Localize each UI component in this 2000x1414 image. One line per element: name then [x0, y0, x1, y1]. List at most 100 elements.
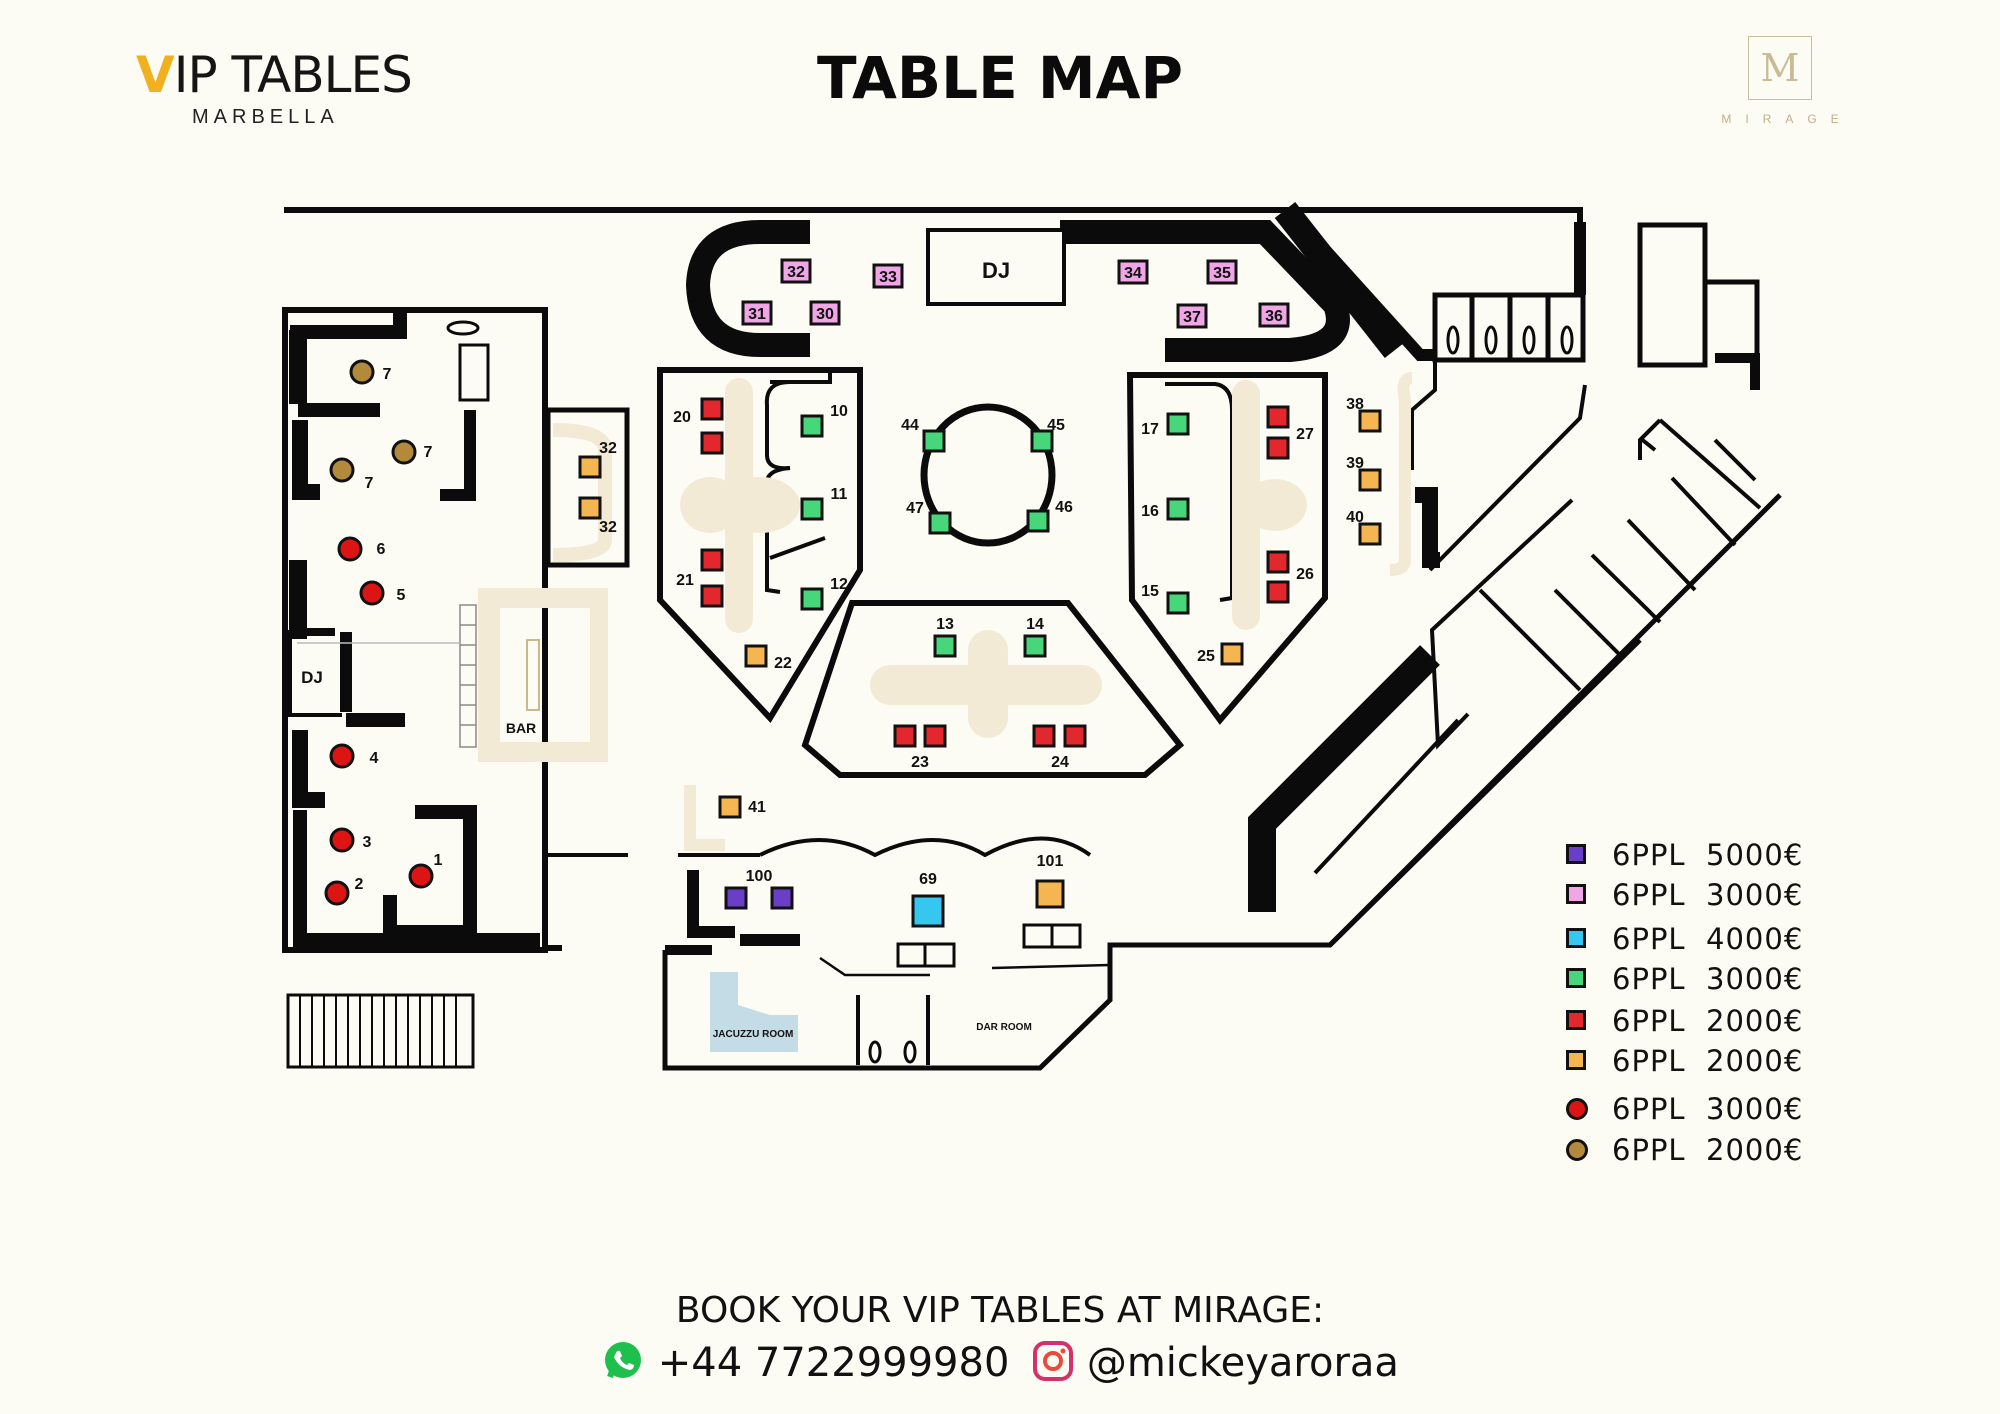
table-21a[interactable]: 21: [676, 548, 724, 589]
table-24b[interactable]: [1063, 724, 1087, 748]
table-34[interactable]: 34: [1117, 259, 1149, 285]
table-marker[interactable]: [1258, 302, 1290, 328]
table-36[interactable]: 36: [1258, 302, 1290, 328]
table-marker[interactable]: [1206, 259, 1238, 285]
table-marker[interactable]: [718, 795, 742, 819]
table-33[interactable]: 33: [872, 263, 904, 289]
table-marker[interactable]: [329, 827, 355, 853]
table-marker[interactable]: [911, 894, 945, 928]
table-23a[interactable]: 23: [893, 724, 929, 771]
table-marker[interactable]: [1117, 259, 1149, 285]
table-7c[interactable]: 7: [329, 457, 374, 492]
table-marker[interactable]: [933, 634, 957, 658]
table-marker[interactable]: [337, 536, 363, 562]
table-marker[interactable]: [1220, 642, 1244, 666]
table-41[interactable]: 41: [718, 795, 766, 819]
table-marker[interactable]: [329, 457, 355, 483]
table-marker[interactable]: [578, 455, 602, 479]
table-26b[interactable]: [1266, 580, 1290, 604]
table-15[interactable]: 15: [1141, 583, 1190, 615]
table-32L2[interactable]: 32: [578, 496, 617, 536]
table-32L1[interactable]: 32: [578, 440, 617, 479]
table-marker[interactable]: [1166, 591, 1190, 615]
table-24a[interactable]: 24: [1032, 724, 1069, 771]
table-marker[interactable]: [329, 743, 355, 769]
table-marker[interactable]: [1030, 429, 1054, 453]
instagram-handle[interactable]: @mickeyaroraa: [1086, 1340, 1399, 1386]
table-17[interactable]: 17: [1141, 412, 1190, 438]
table-69[interactable]: 69: [911, 871, 945, 928]
table-marker[interactable]: [1358, 409, 1382, 433]
table-marker[interactable]: [928, 511, 952, 535]
table-marker[interactable]: [1166, 412, 1190, 436]
table-marker[interactable]: [922, 429, 946, 453]
table-45[interactable]: 45: [1030, 417, 1065, 453]
table-40[interactable]: 40: [1346, 509, 1382, 546]
table-3[interactable]: 3: [329, 827, 372, 853]
table-marker[interactable]: [1266, 436, 1290, 460]
table-26a[interactable]: 26: [1266, 550, 1314, 583]
table-marker[interactable]: [408, 863, 434, 889]
table-marker[interactable]: [700, 397, 724, 421]
table-marker[interactable]: [1063, 724, 1087, 748]
table-marker[interactable]: [724, 886, 748, 910]
table-22[interactable]: 22: [744, 644, 792, 672]
table-46[interactable]: 46: [1026, 499, 1073, 533]
table-marker[interactable]: [349, 359, 375, 385]
table-marker[interactable]: [1358, 468, 1382, 492]
table-marker[interactable]: [1176, 303, 1208, 329]
table-marker[interactable]: [1266, 550, 1290, 574]
table-marker[interactable]: [741, 300, 773, 326]
table-marker[interactable]: [780, 258, 812, 284]
table-32[interactable]: 32: [780, 258, 812, 284]
table-marker[interactable]: [744, 644, 768, 668]
table-marker[interactable]: [893, 724, 917, 748]
phone-number[interactable]: +44 7722999980: [657, 1340, 1010, 1386]
table-marker[interactable]: [1023, 634, 1047, 658]
table-marker[interactable]: [1358, 522, 1382, 546]
table-1[interactable]: 1: [408, 852, 443, 889]
table-4[interactable]: 4: [329, 743, 379, 769]
whatsapp-icon[interactable]: [601, 1338, 645, 1392]
table-marker[interactable]: [391, 439, 417, 465]
table-marker[interactable]: [809, 300, 841, 326]
table-12[interactable]: 12: [800, 576, 848, 611]
table-marker[interactable]: [359, 580, 385, 606]
table-21b[interactable]: [700, 584, 724, 608]
table-11[interactable]: 11: [800, 486, 848, 521]
table-marker[interactable]: [800, 587, 824, 611]
table-25[interactable]: 25: [1197, 642, 1244, 666]
table-marker[interactable]: [700, 431, 724, 455]
table-marker[interactable]: [1266, 580, 1290, 604]
table-2[interactable]: 2: [324, 876, 364, 906]
table-35[interactable]: 35: [1206, 259, 1238, 285]
table-marker[interactable]: [872, 263, 904, 289]
table-44[interactable]: 44: [901, 417, 946, 453]
table-20a[interactable]: 20: [673, 397, 724, 426]
table-marker[interactable]: [324, 880, 350, 906]
table-marker[interactable]: [800, 414, 824, 438]
table-23b[interactable]: [923, 724, 947, 748]
table-20b[interactable]: [700, 431, 724, 455]
table-37[interactable]: 37: [1176, 303, 1208, 329]
table-39[interactable]: 39: [1346, 455, 1382, 492]
table-7a[interactable]: 7: [349, 359, 392, 385]
table-100a[interactable]: 100: [724, 868, 772, 910]
table-31[interactable]: 31: [741, 300, 773, 326]
table-38[interactable]: 38: [1346, 396, 1382, 433]
table-47[interactable]: 47: [906, 500, 952, 535]
table-6[interactable]: 6: [337, 536, 386, 562]
table-marker[interactable]: [1166, 497, 1190, 521]
table-27b[interactable]: [1266, 436, 1290, 460]
table-marker[interactable]: [1266, 405, 1290, 429]
table-marker[interactable]: [923, 724, 947, 748]
table-marker[interactable]: [800, 497, 824, 521]
table-marker[interactable]: [1032, 724, 1056, 748]
table-marker[interactable]: [700, 584, 724, 608]
table-30[interactable]: 30: [809, 300, 841, 326]
table-14[interactable]: 14: [1023, 616, 1047, 658]
table-101[interactable]: 101: [1035, 853, 1065, 909]
table-marker[interactable]: [700, 548, 724, 572]
table-10[interactable]: 10: [800, 403, 848, 438]
table-marker[interactable]: [770, 886, 794, 910]
